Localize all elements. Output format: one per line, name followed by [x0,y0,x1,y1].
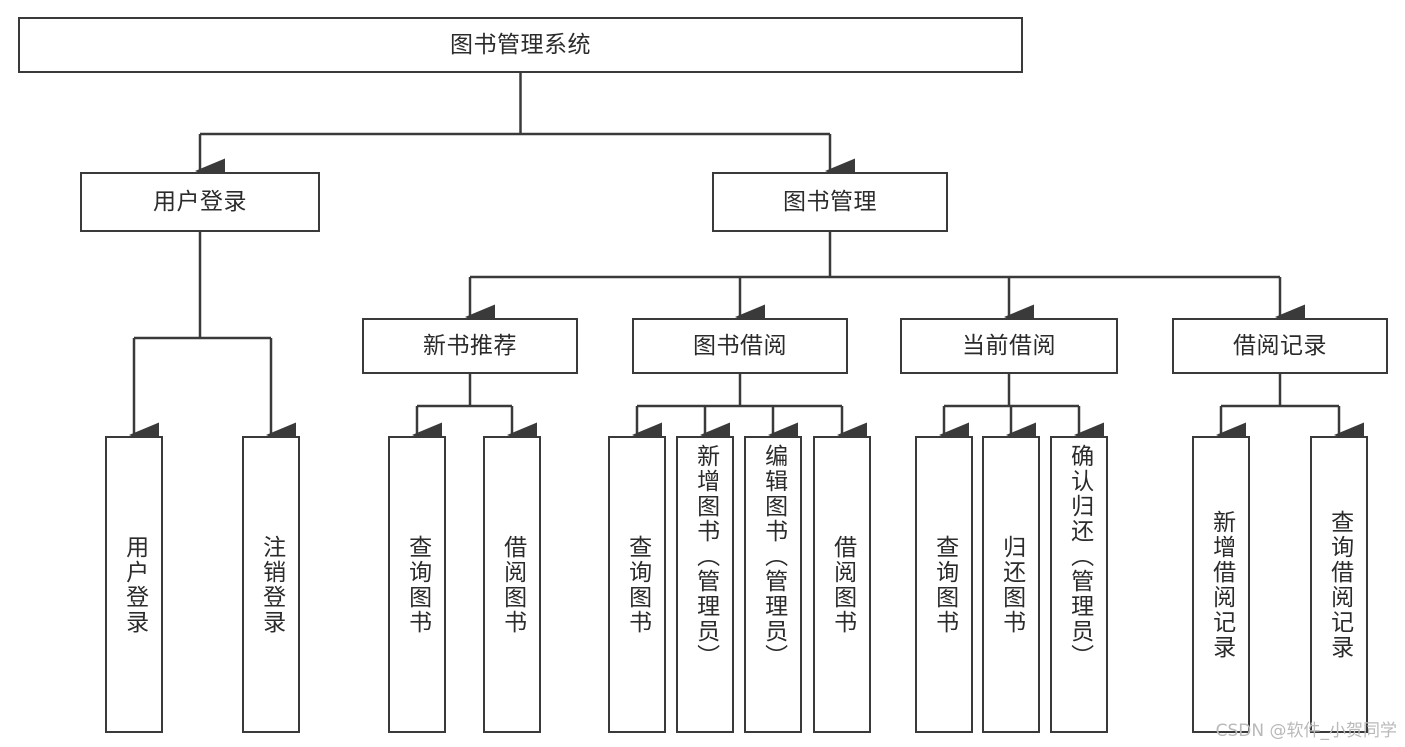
node-label: 查询图书 [624,534,651,635]
node-label: 归还图书 [998,534,1025,635]
node-leaf-cur-1[interactable]: 查询图书 [915,436,973,733]
node-leaf-cur-2[interactable]: 归还图书 [982,436,1040,733]
node-label: 查询图书 [404,534,431,635]
node-newbook[interactable]: 新书推荐 [362,318,578,374]
node-label: 注销登录 [258,534,285,635]
csdn-watermark: CSDN @软件_小贺同学 [1215,721,1397,741]
node-root[interactable]: 图书管理系统 [18,17,1023,73]
node-label: 当前借阅 [962,332,1056,359]
node-label: 新增图书（管理员） [692,444,719,669]
node-label: 新增借阅记录 [1208,509,1235,660]
node-leaf-login-2[interactable]: 注销登录 [242,436,300,733]
node-label: 查询图书 [931,534,958,635]
node-label: 用户登录 [153,188,247,215]
node-leaf-rec-2[interactable]: 查询借阅记录 [1310,436,1368,733]
node-leaf-new-1[interactable]: 查询图书 [388,436,446,733]
node-label: 新书推荐 [423,332,517,359]
node-label: 编辑图书（管理员） [760,444,787,669]
node-label: 查询借阅记录 [1326,509,1353,660]
node-leaf-cur-3[interactable]: 确认归还（管理员） [1050,436,1108,733]
node-current[interactable]: 当前借阅 [900,318,1118,374]
node-leaf-bor-2[interactable]: 新增图书（管理员） [676,436,734,733]
node-label: 用户登录 [121,534,148,635]
node-label: 借阅图书 [499,534,526,635]
node-leaf-bor-4[interactable]: 借阅图书 [813,436,871,733]
node-label: 借阅记录 [1233,332,1327,359]
node-leaf-login-1[interactable]: 用户登录 [105,436,163,733]
node-bookmgmt[interactable]: 图书管理 [712,172,948,232]
node-leaf-new-2[interactable]: 借阅图书 [483,436,541,733]
node-label: 借阅图书 [829,534,856,635]
node-leaf-rec-1[interactable]: 新增借阅记录 [1192,436,1250,733]
node-label: 图书管理系统 [450,31,591,58]
node-leaf-bor-3[interactable]: 编辑图书（管理员） [744,436,802,733]
node-label: 图书管理 [783,188,877,215]
node-borrow[interactable]: 图书借阅 [632,318,848,374]
node-leaf-bor-1[interactable]: 查询图书 [608,436,666,733]
node-label: 图书借阅 [693,332,787,359]
node-login[interactable]: 用户登录 [80,172,320,232]
node-label: 确认归还（管理员） [1066,444,1093,669]
node-records[interactable]: 借阅记录 [1172,318,1388,374]
